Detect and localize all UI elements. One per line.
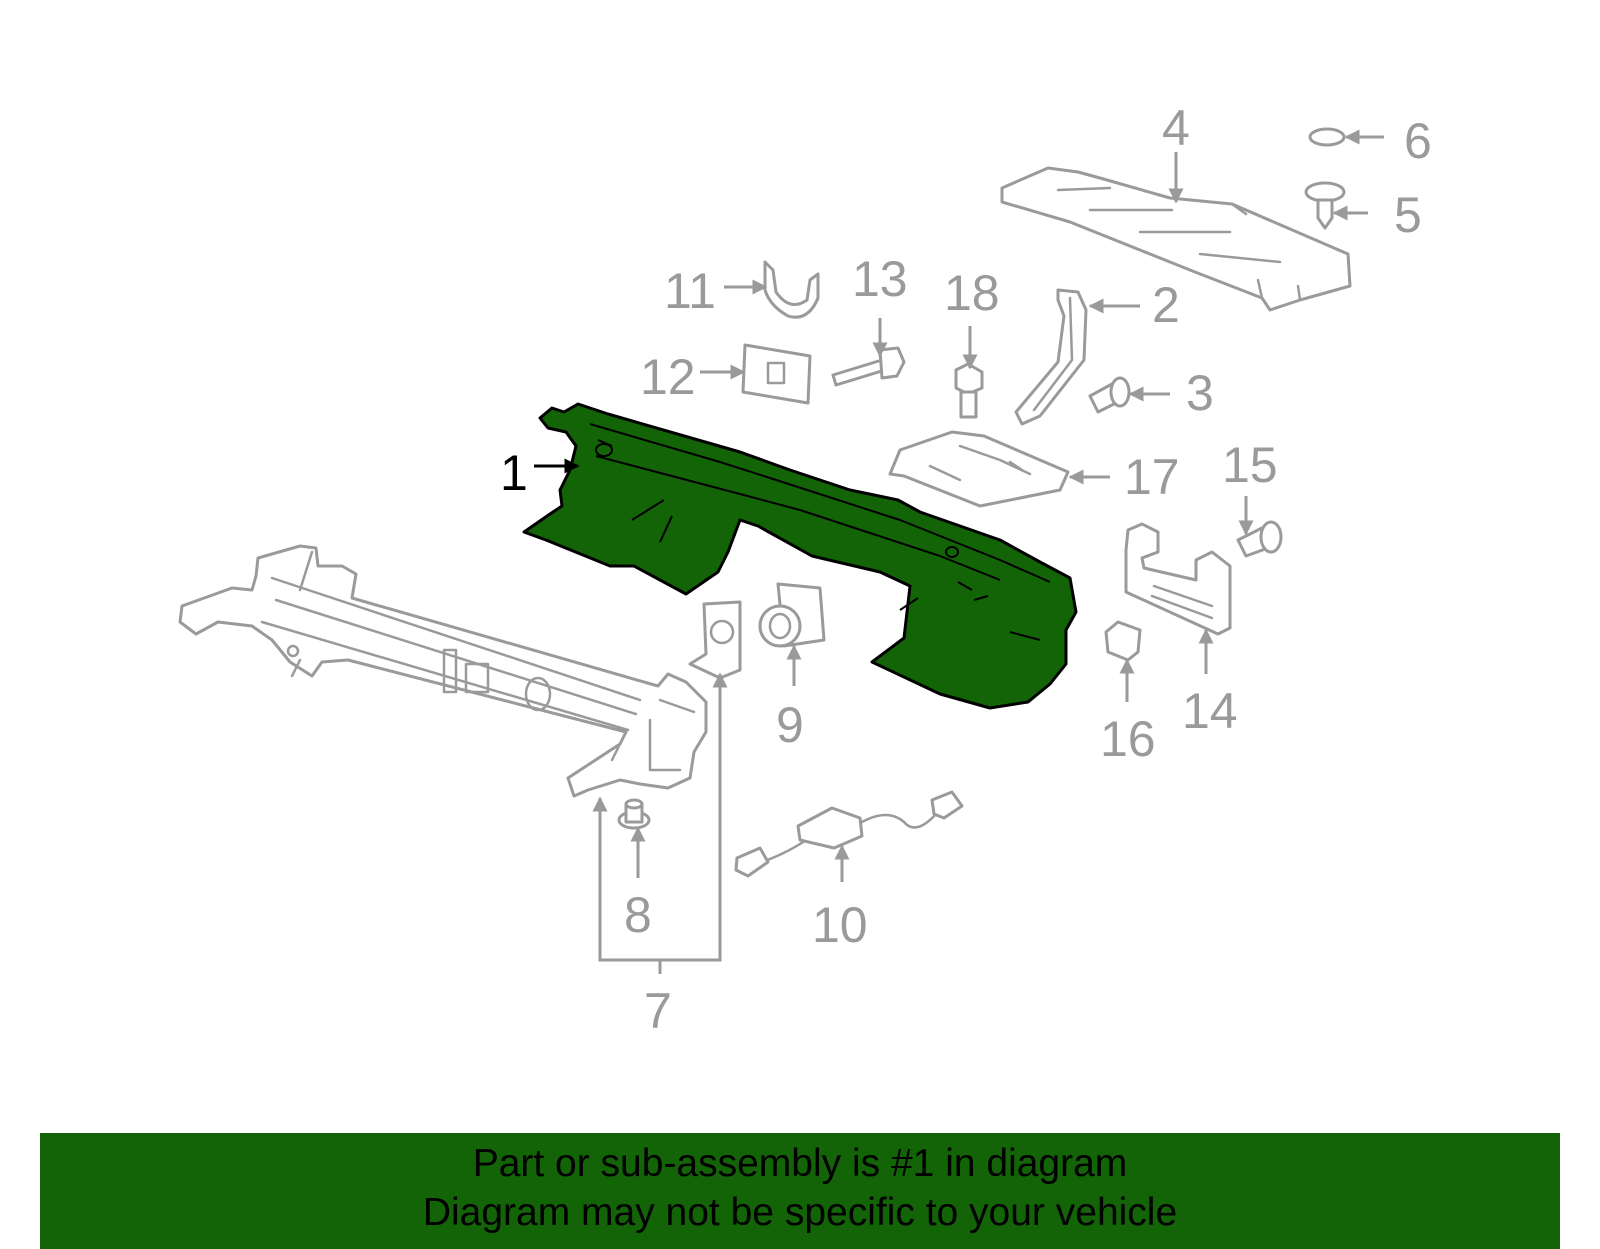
- parts-diagram: 1 2 3 4 5 6 7 8 9 10 11 12 13 14 15 16 1…: [178, 100, 1432, 1039]
- callout-2: 2: [1152, 277, 1180, 333]
- part-13-bolt: [831, 346, 906, 387]
- callout-13: 13: [852, 251, 908, 307]
- part-5-push-pin: [1304, 181, 1346, 230]
- part-7-reinforcement-bar: [178, 544, 708, 798]
- callout-18: 18: [944, 265, 1000, 321]
- callout-4: 4: [1162, 100, 1190, 156]
- part-2-bracket: [1014, 288, 1088, 426]
- highlighted-main-part: [522, 402, 1078, 710]
- part-12-plate: [741, 343, 812, 405]
- callout-1: 1: [500, 445, 528, 501]
- part-15-push-pin: [1236, 520, 1283, 558]
- callout-17: 17: [1124, 449, 1180, 505]
- callout-3: 3: [1186, 365, 1214, 421]
- callout-14: 14: [1182, 683, 1238, 739]
- callout-10: 10: [812, 897, 868, 953]
- part-16-clip: [1104, 620, 1142, 662]
- part-18-bolt: [954, 362, 984, 419]
- callout-5: 5: [1394, 187, 1422, 243]
- callout-8: 8: [624, 887, 652, 943]
- part-3-push-pin: [1088, 376, 1131, 414]
- part-4-panel: [1000, 166, 1352, 312]
- banner-line-1: Part or sub-assembly is #1 in diagram: [472, 1142, 1128, 1185]
- callout-16: 16: [1100, 711, 1156, 767]
- callout-7: 7: [644, 983, 672, 1039]
- callout-9: 9: [776, 697, 804, 753]
- banner-line-2: Diagram may not be specific to your vehi…: [422, 1191, 1178, 1234]
- callout-labels: 1 2 3 4 5 6 7 8 9 10 11 12 13 14 15 16 1…: [500, 100, 1432, 1039]
- part-8-bolt: [617, 798, 651, 830]
- part-7-plate: [688, 600, 742, 680]
- part-14-bracket: [1124, 522, 1232, 636]
- part-10-sensor-harness: [734, 790, 964, 878]
- callout-12: 12: [640, 349, 696, 405]
- info-banner: Part or sub-assembly is #1 in diagram Di…: [40, 1133, 1560, 1249]
- leader-lines: [534, 129, 1384, 974]
- part-6-ring: [1308, 127, 1346, 147]
- callout-11: 11: [664, 263, 716, 319]
- part-9-grommet: [758, 582, 826, 648]
- part-17-bracket-plate: [888, 430, 1070, 508]
- callout-6: 6: [1404, 113, 1432, 169]
- part-11-u-clip: [763, 260, 820, 319]
- callout-15: 15: [1222, 437, 1278, 493]
